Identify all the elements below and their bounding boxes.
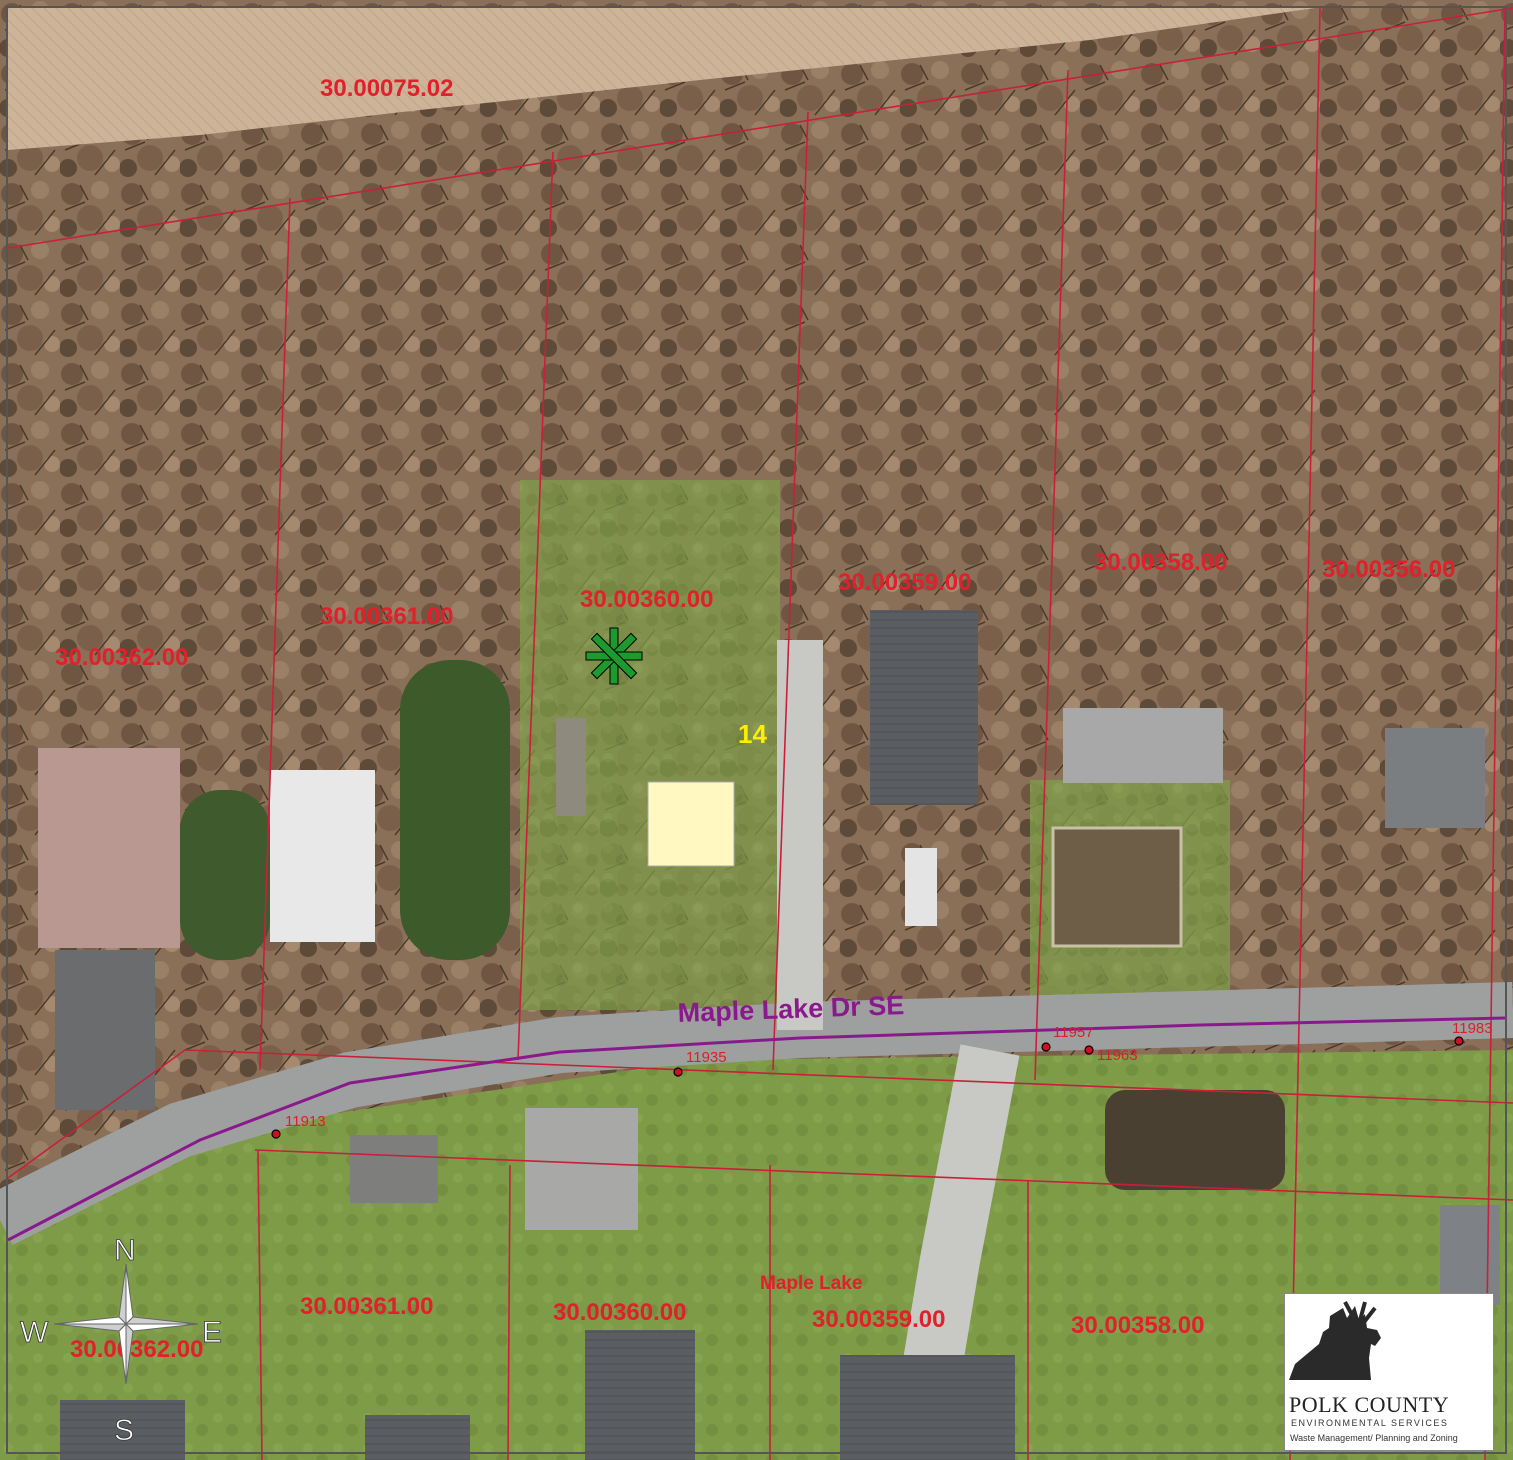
logo-subtitle: Waste Management/ Planning and Zoning	[1290, 1433, 1458, 1443]
parcel-label-356: 30.00356.00	[1322, 556, 1455, 583]
parcel-label-south-358: 30.00358.00	[1071, 1312, 1204, 1339]
farm-field	[8, 8, 1315, 150]
building	[525, 1108, 638, 1230]
road-pavement	[0, 982, 1513, 1246]
building	[1440, 1205, 1500, 1305]
address-label: 11935	[686, 1049, 727, 1066]
logo-department: ENVIRONMENTAL SERVICES	[1291, 1418, 1449, 1428]
site-star-marker	[585, 627, 643, 685]
address-points	[271, 1036, 1464, 1139]
evergreen-trees-west	[180, 790, 270, 960]
parcel-label-south-360: 30.00360.00	[553, 1299, 686, 1326]
parcel-label-north: 30.00075.02	[320, 75, 453, 102]
building	[38, 748, 180, 948]
parcel-label-south-359: 30.00359.00	[812, 1306, 945, 1333]
parcel-label-359: 30.00359.00	[838, 569, 971, 596]
building	[1385, 728, 1485, 828]
lot-number-label: 14	[738, 719, 767, 749]
address-label: 11983	[1452, 1020, 1493, 1037]
logo-org-name: POLK COUNTY	[1289, 1392, 1450, 1417]
polk-county-logo: POLK COUNTY ENVIRONMENTAL SERVICES Waste…	[1284, 1293, 1494, 1451]
address-label: 11957	[1053, 1024, 1094, 1041]
building	[840, 1355, 1015, 1460]
garden-plot	[1051, 826, 1183, 948]
parcel-label-360: 30.00360.00	[580, 586, 713, 613]
lake-name-label: Maple Lake	[760, 1273, 862, 1294]
compass-north: N	[114, 1234, 136, 1267]
parcel-label-south-361: 30.00361.00	[300, 1293, 433, 1320]
building	[870, 610, 978, 805]
compass-rose	[53, 1263, 199, 1385]
evergreen-trees-center	[400, 660, 510, 960]
driveway-west	[55, 950, 155, 1110]
compass-south: S	[114, 1414, 134, 1447]
building	[585, 1330, 695, 1460]
parcel-label-358: 30.00358.00	[1094, 549, 1227, 576]
building	[60, 1400, 185, 1460]
driveway-south	[900, 1044, 1020, 1385]
building	[1063, 708, 1223, 783]
address-label: 11913	[285, 1113, 326, 1130]
pond	[1105, 1090, 1285, 1190]
road-centerline	[7, 1016, 1506, 1242]
address-label: 11963	[1097, 1047, 1138, 1064]
building	[905, 848, 937, 926]
building	[270, 770, 375, 942]
building	[556, 718, 586, 816]
parcel-label-361: 30.00361.00	[320, 603, 453, 630]
building	[350, 1135, 438, 1203]
map-frame	[6, 6, 1507, 1454]
parcel-boundaries	[7, 7, 1513, 1460]
proposed-site-square	[647, 781, 735, 867]
moose-icon	[1289, 1301, 1381, 1380]
compass-east: E	[202, 1316, 222, 1349]
parcel-label-362: 30.00362.00	[55, 644, 188, 671]
compass-west: W	[20, 1316, 49, 1349]
parcel-label-south-362: 30.00362.00	[70, 1336, 203, 1363]
